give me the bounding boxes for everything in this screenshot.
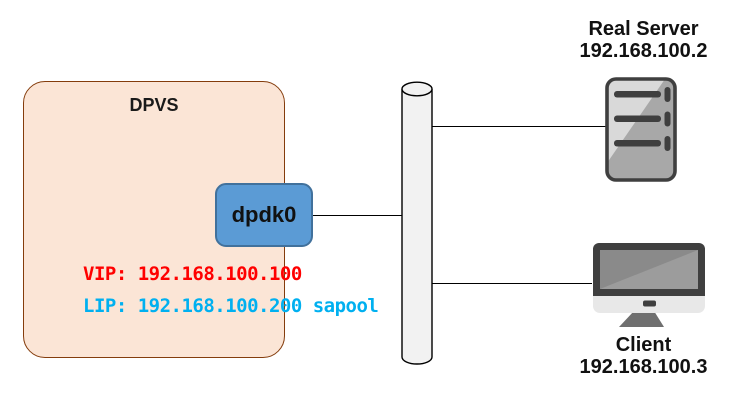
link-dpdk0-to-bus: [313, 215, 403, 216]
server-icon: [605, 77, 677, 187]
client-ip: 192.168.100.3: [579, 356, 708, 378]
client-label: Client: [615, 334, 672, 356]
dpvs-label: DPVS: [129, 95, 179, 115]
dpdk0-interface-box: dpdk0: [215, 183, 313, 247]
client-caption: Client 192.168.100.3: [546, 334, 733, 378]
vip-address: VIP: 192.168.100.100: [83, 263, 302, 285]
client-monitor-icon: [591, 241, 707, 334]
link-bus-to-server: [432, 126, 607, 127]
dpdk0-label: dpdk0: [231, 202, 297, 227]
lip-address: LIP: 192.168.100.200 sapool: [83, 295, 379, 317]
real-server-ip: 192.168.100.2: [579, 40, 708, 62]
link-bus-to-client: [432, 283, 592, 284]
network-bus-cylinder-icon: [400, 80, 434, 372]
real-server-label: Real Server: [588, 18, 699, 40]
real-server-caption: Real Server 192.168.100.2: [546, 18, 733, 62]
